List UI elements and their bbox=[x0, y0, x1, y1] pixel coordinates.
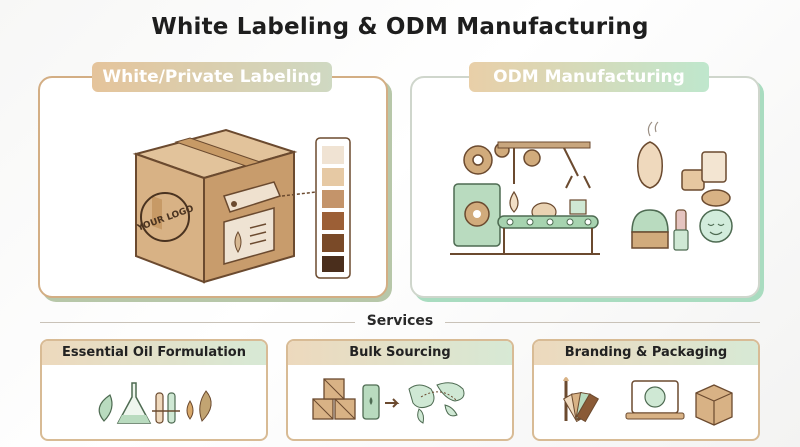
services-divider-right bbox=[445, 322, 760, 323]
service-card-bulk-sourcing: Bulk Sourcing bbox=[286, 339, 514, 441]
odm-manufacturing-label: ODM Manufacturing bbox=[469, 62, 709, 92]
crates-map-icon bbox=[312, 378, 465, 424]
service-card-branding: Branding & Packaging bbox=[532, 339, 760, 441]
service-label: Bulk Sourcing bbox=[288, 341, 512, 365]
labeled-box-illustration: YOUR LOGO bbox=[132, 128, 351, 284]
page-title: White Labeling & ODM Manufacturing bbox=[151, 14, 649, 40]
services-divider-left bbox=[40, 322, 355, 323]
branding-icon bbox=[562, 377, 733, 426]
odm-manufacturing-panel bbox=[410, 76, 760, 298]
white-labeling-label: White/Private Labeling bbox=[92, 62, 332, 92]
white-labeling-panel: YOUR LOGO bbox=[38, 76, 388, 298]
service-label: Essential Oil Formulation bbox=[42, 341, 266, 365]
services-heading: Services bbox=[366, 313, 434, 329]
manufacturing-line-illustration bbox=[450, 121, 733, 255]
service-card-formulation: Essential Oil Formulation bbox=[40, 339, 268, 441]
service-label: Branding & Packaging bbox=[534, 341, 758, 365]
lab-flask-icon bbox=[98, 382, 212, 424]
